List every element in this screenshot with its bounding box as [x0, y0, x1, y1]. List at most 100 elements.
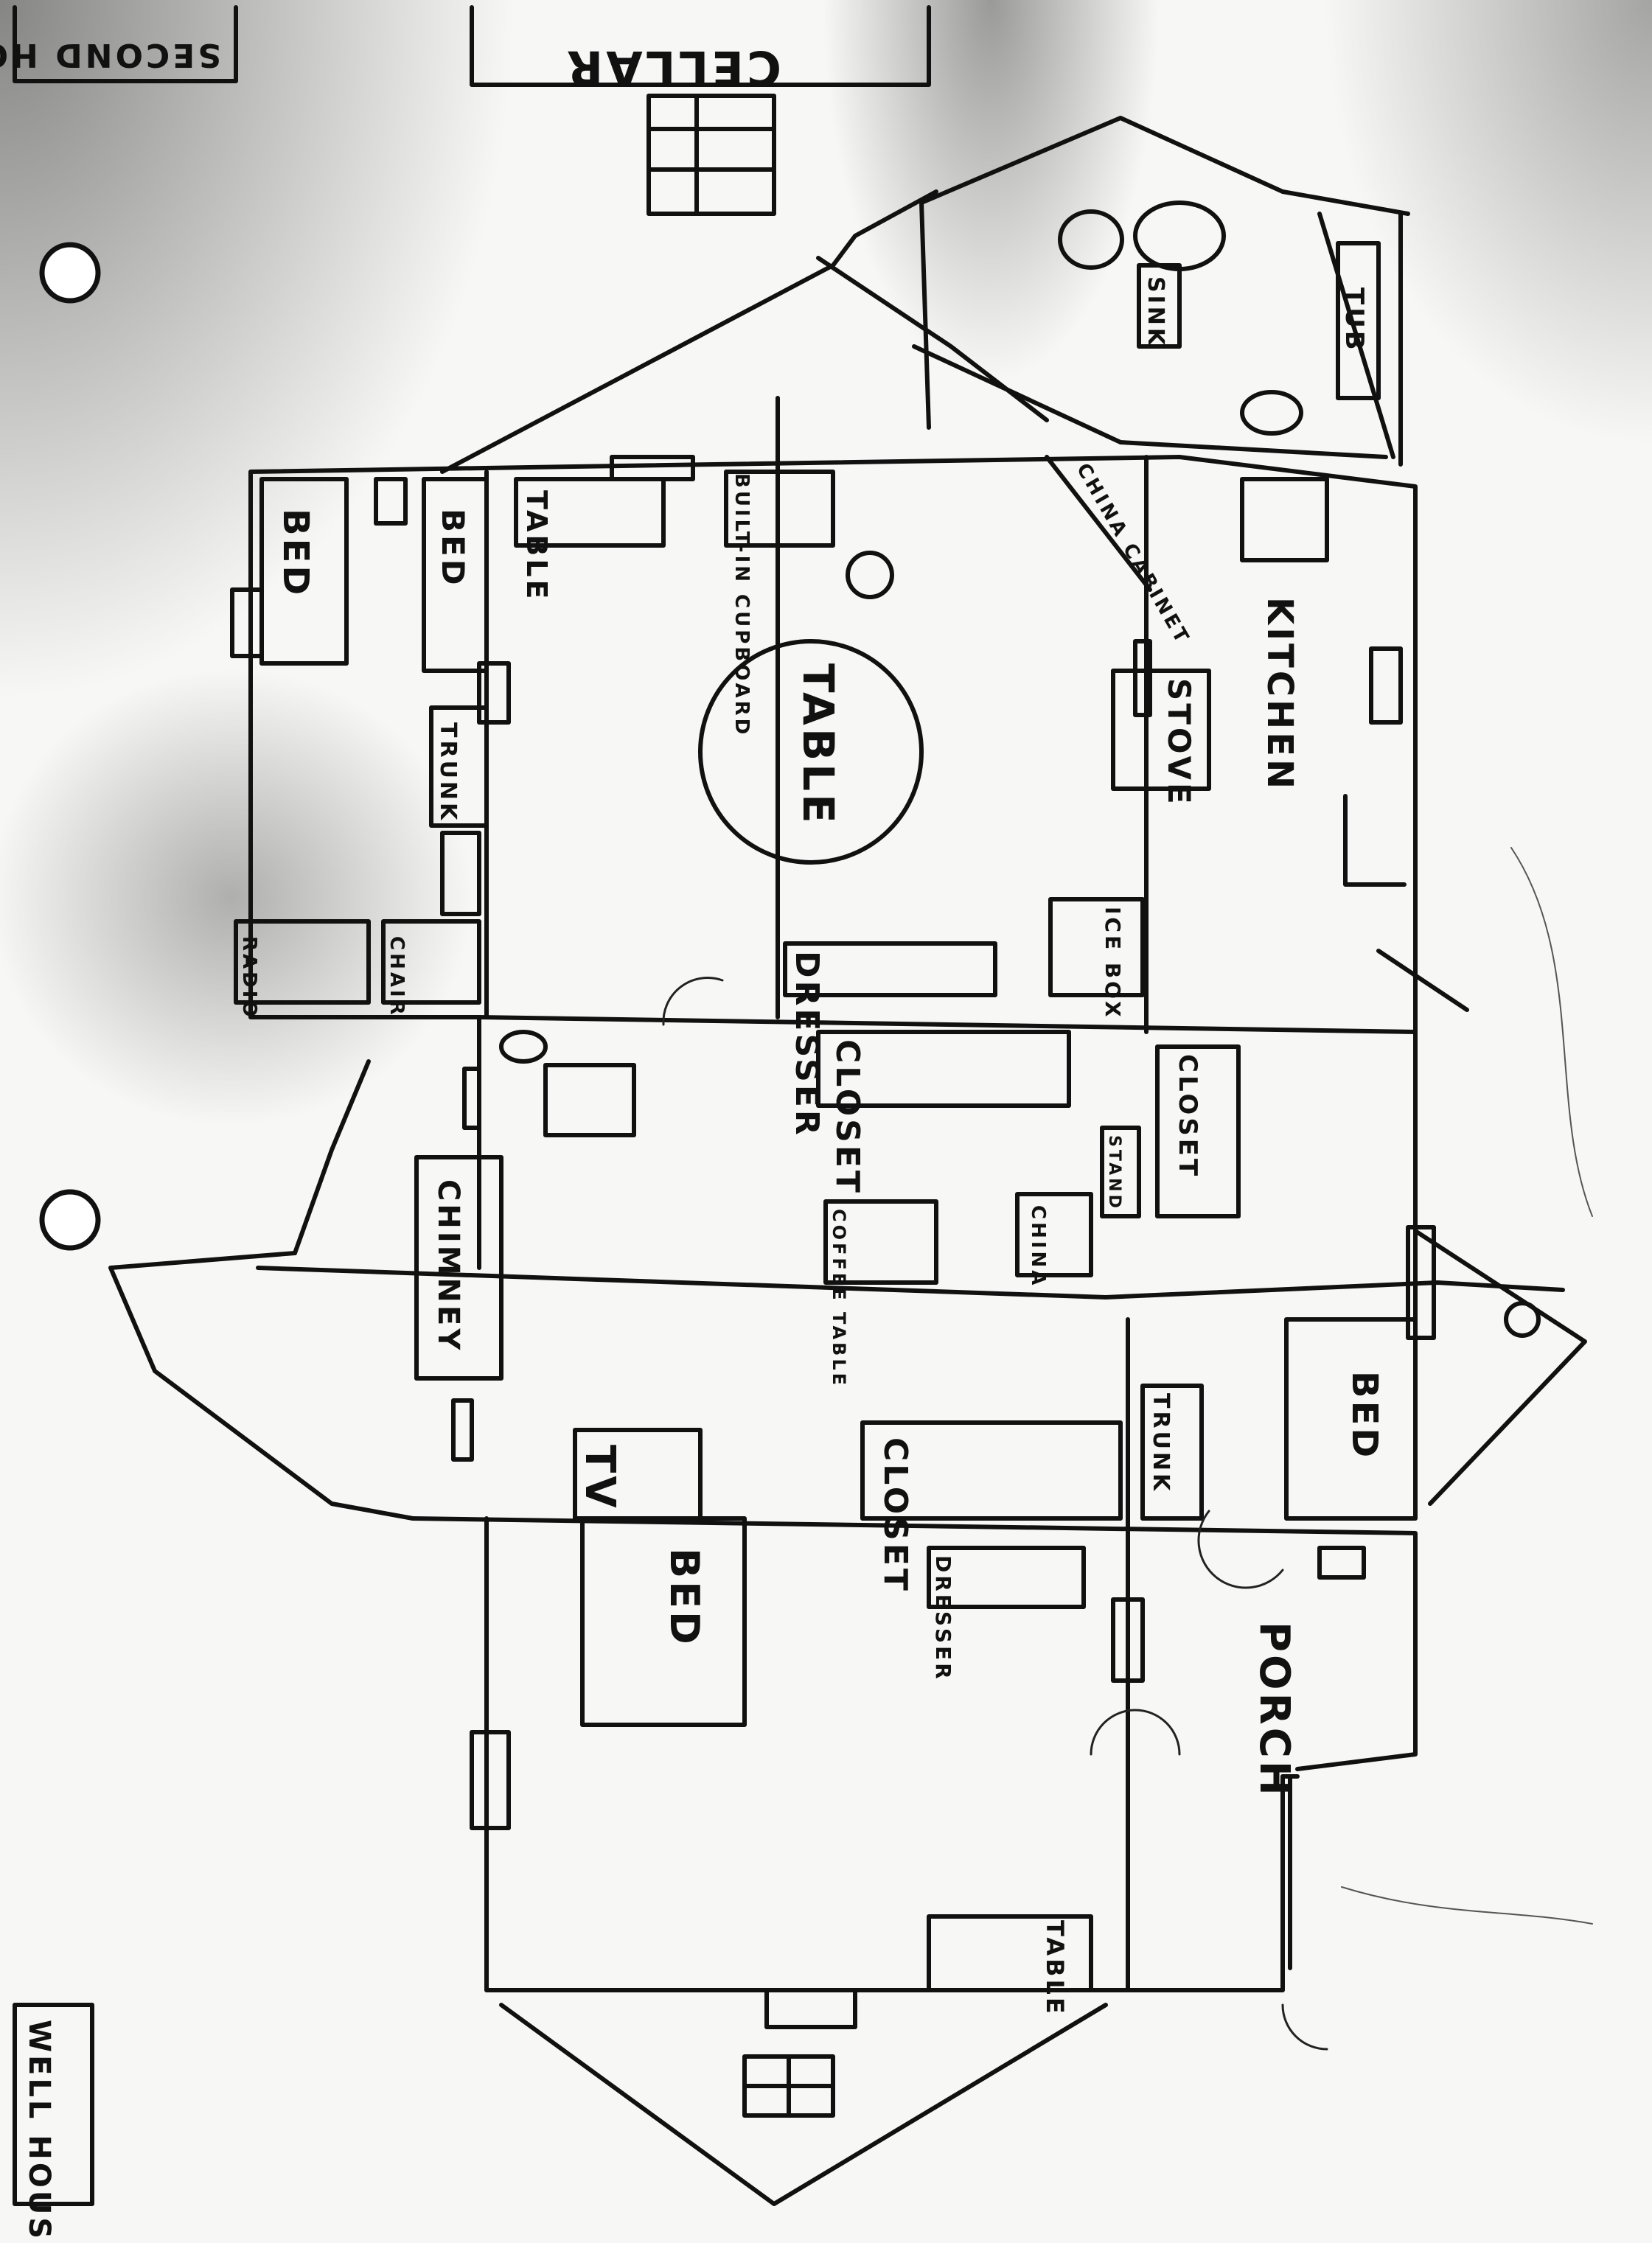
roof-line-ridge	[816, 256, 1049, 422]
label-kitchen: KITCHEN	[1259, 597, 1300, 792]
label-chimney: CHIMNEY	[431, 1179, 465, 1353]
right-gable	[1413, 1229, 1587, 1506]
label-tv: TV	[576, 1445, 624, 1511]
stray-line-2	[1341, 1886, 1593, 1925]
stove-box	[1111, 669, 1211, 791]
cellar-steps	[646, 94, 776, 216]
label-coffee-table: COFFEE TABLE	[829, 1209, 849, 1388]
well-house-box	[13, 2003, 94, 2206]
kitchen-cabinet	[1240, 477, 1329, 562]
bed-1-headboard	[230, 587, 264, 658]
label-stove: STOVE	[1161, 678, 1197, 807]
stove-pipe	[1133, 639, 1152, 717]
label-table-small: TABLE	[520, 490, 553, 602]
label-tub: TUB	[1339, 287, 1369, 353]
label-dresser-2: DRESSER	[931, 1555, 955, 1682]
bottom-gable	[499, 2003, 1108, 2206]
door-swing-3	[662, 977, 724, 1026]
radio-box	[234, 919, 371, 1005]
porch-table-box	[927, 1914, 1093, 1992]
label-china-cabinet: CHINA CABINET	[1072, 460, 1194, 649]
label-bed-2: BED	[435, 509, 471, 588]
trunk-1-box	[429, 705, 489, 828]
kitchen-window	[1369, 646, 1403, 725]
round-table	[698, 639, 924, 865]
porch-light	[1504, 1301, 1541, 1338]
bedroom-heater	[374, 477, 408, 526]
closet-2-box	[1155, 1044, 1241, 1218]
left-gable	[108, 1251, 415, 1521]
cellar-box	[470, 5, 931, 87]
left-roof-slope	[293, 1059, 371, 1255]
chimney-pipe-lower	[451, 1398, 474, 1462]
sink-box	[1137, 263, 1182, 349]
stand-box	[1100, 1126, 1141, 1218]
label-sink: SINK	[1143, 276, 1168, 348]
lower-window-bottom	[764, 1988, 857, 2029]
dining-stool	[846, 551, 894, 599]
label-table-round: TABLE	[793, 663, 843, 826]
label-stand: STAND	[1105, 1135, 1123, 1211]
label-closet-3: CLOSET	[876, 1437, 914, 1594]
door-swing-2	[1197, 1510, 1284, 1589]
stray-line-1	[1510, 847, 1593, 1217]
label-bed-3: BED	[1344, 1371, 1385, 1460]
chimney-box	[414, 1155, 503, 1381]
kitchen-door-swing	[1376, 949, 1469, 1012]
built-in-cupboard-box	[724, 470, 835, 548]
roof-line-upper	[440, 116, 1410, 474]
bath-toilet	[1240, 390, 1303, 436]
label-closet-1: CLOSET	[829, 1039, 866, 1196]
trunk-2-box	[1140, 1384, 1204, 1521]
label-second-house: SECOND HOUSE	[0, 36, 221, 74]
label-chair: CHAIR	[386, 936, 408, 1018]
label-table-porch: TABLE	[1041, 1920, 1069, 2017]
bath-room-walls	[912, 200, 1403, 467]
door-swing-4	[1281, 2003, 1328, 2051]
label-porch: PORCH	[1250, 1622, 1298, 1799]
ice-box-box	[1048, 897, 1145, 997]
bedroom-door-mark	[477, 661, 511, 725]
china-cabinet-slash	[1045, 455, 1152, 592]
closet-1-box	[816, 1030, 1071, 1108]
bed-3-box	[1284, 1317, 1418, 1521]
dresser-2-box	[927, 1546, 1086, 1609]
kitchen-counter	[1343, 794, 1407, 887]
label-radio: RADIO	[238, 936, 260, 1020]
bath-round-fixture	[1058, 209, 1124, 270]
china-box	[1015, 1192, 1093, 1277]
porch-window	[1317, 1546, 1366, 1580]
bed-4-box	[580, 1516, 747, 1727]
label-trunk-2: TRUNK	[1148, 1393, 1174, 1493]
label-bed-1: BED	[275, 509, 316, 598]
middle-walls	[477, 1015, 1418, 1329]
armchair	[543, 1063, 636, 1137]
side-window	[1406, 1225, 1436, 1340]
lower-door-mark	[1111, 1597, 1145, 1683]
lower-block-top-wall	[411, 1516, 1418, 1771]
label-bed-4: BED	[661, 1548, 708, 1647]
label-well-house: WELL HOUSE	[22, 2020, 56, 2243]
label-cellar: CELLAR	[564, 40, 781, 94]
tub-box	[1336, 241, 1381, 400]
label-closet-2: CLOSET	[1173, 1054, 1202, 1179]
label-dresser: DRESSER	[788, 951, 826, 1138]
second-house-box	[13, 5, 238, 83]
label-ice-box: ICE BOX	[1101, 907, 1125, 1020]
lower-window-left	[470, 1730, 511, 1830]
closet-3-box	[860, 1420, 1123, 1521]
bedroom-chest	[440, 831, 481, 916]
chimney-pipe-upper	[462, 1067, 481, 1130]
coffee-table-box	[823, 1199, 938, 1285]
binder-hole-middle	[39, 1189, 101, 1251]
window-mark-1	[610, 455, 695, 481]
chair-box	[381, 919, 481, 1005]
label-trunk-1: TRUNK	[435, 722, 461, 823]
well-steps	[742, 2054, 835, 2118]
door-swing-1	[1090, 1709, 1181, 1756]
lamp	[499, 1030, 548, 1064]
bath-small-table	[1133, 200, 1226, 271]
dresser-box	[783, 941, 997, 997]
label-built-in-cupboard: BUILT-IN CUPBOARD	[731, 473, 753, 737]
